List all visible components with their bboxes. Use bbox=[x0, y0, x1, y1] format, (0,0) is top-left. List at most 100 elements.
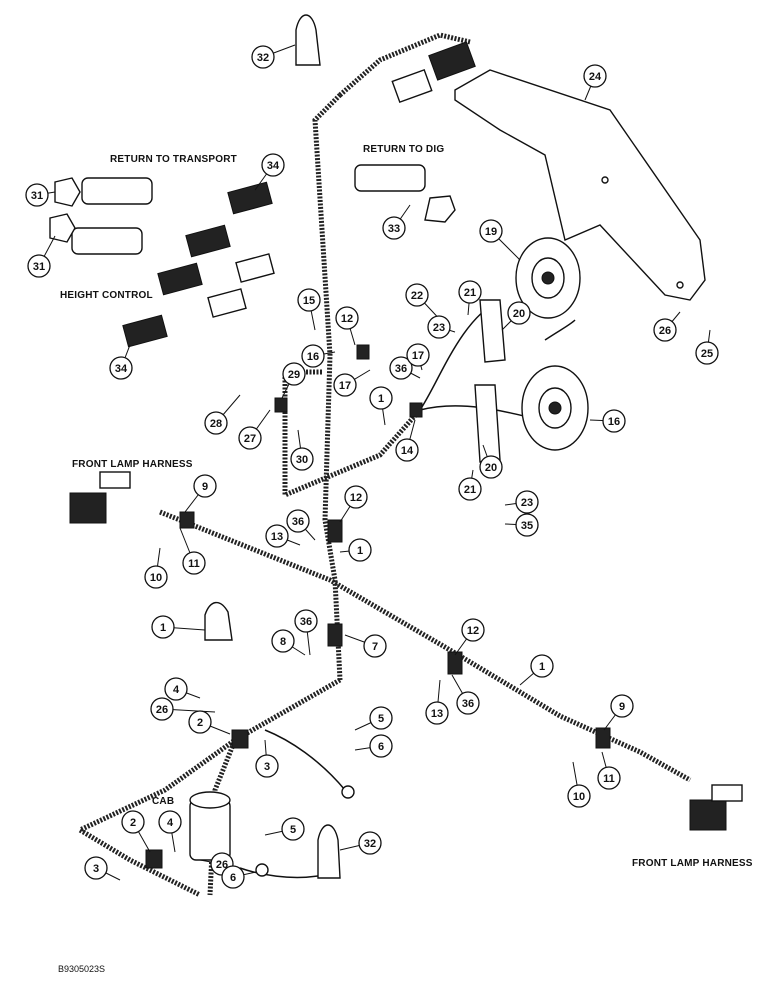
callout-circle bbox=[515, 513, 539, 537]
label-return-to-dig: RETURN TO DIG bbox=[363, 144, 444, 155]
callout-circle bbox=[653, 318, 677, 342]
callout-number: 11 bbox=[188, 558, 200, 570]
callout-circle bbox=[109, 356, 133, 380]
callout-2: 2 bbox=[121, 810, 151, 853]
callout-circle bbox=[425, 701, 449, 725]
horn-18 bbox=[521, 365, 589, 451]
callout-36: 36 bbox=[294, 609, 318, 656]
callout-circle bbox=[369, 386, 393, 410]
callout-number: 23 bbox=[521, 497, 533, 509]
callout-17: 17 bbox=[333, 369, 371, 397]
callout-circle bbox=[182, 551, 206, 575]
callout-number: 36 bbox=[300, 616, 312, 628]
callout-circle bbox=[281, 817, 305, 841]
callout-circle bbox=[583, 64, 607, 88]
callout-25: 25 bbox=[695, 329, 719, 365]
callout-number: 20 bbox=[513, 308, 525, 320]
callout-number: 34 bbox=[267, 160, 280, 172]
callout-circle bbox=[251, 45, 275, 69]
callout-number: 12 bbox=[341, 313, 353, 325]
callout-number: 24 bbox=[589, 71, 602, 83]
callout-number: 21 bbox=[464, 287, 476, 299]
callout-number: 36 bbox=[292, 516, 304, 528]
callout-number: 13 bbox=[271, 531, 283, 543]
callout-5: 5 bbox=[264, 817, 305, 841]
clamps bbox=[145, 14, 611, 879]
callout-circle bbox=[25, 183, 49, 207]
callout-circle bbox=[363, 634, 387, 658]
callout-circle bbox=[297, 288, 321, 312]
callout-number: 4 bbox=[167, 817, 174, 829]
callout-33: 33 bbox=[382, 204, 411, 240]
callout-circle bbox=[530, 654, 554, 678]
callout-35: 35 bbox=[504, 513, 539, 537]
callout-circle bbox=[602, 409, 626, 433]
callout-3: 3 bbox=[84, 856, 121, 881]
callout-6: 6 bbox=[221, 865, 257, 889]
dig-switch bbox=[354, 164, 456, 223]
callout-9: 9 bbox=[603, 694, 634, 731]
callout-number: 26 bbox=[156, 704, 168, 716]
callout-number: 5 bbox=[378, 713, 384, 725]
callout-circle bbox=[406, 343, 430, 367]
callout-1: 1 bbox=[339, 538, 372, 562]
callout-27: 27 bbox=[238, 409, 271, 450]
callout-4: 4 bbox=[164, 677, 201, 701]
callout-number: 1 bbox=[357, 545, 363, 557]
callout-number: 3 bbox=[93, 863, 99, 875]
callout-number: 36 bbox=[395, 363, 407, 375]
callout-17: 17 bbox=[406, 343, 430, 371]
callout-circle bbox=[358, 831, 382, 855]
connectors bbox=[122, 41, 476, 348]
callout-26: 26 bbox=[150, 697, 216, 721]
callout-number: 9 bbox=[202, 481, 208, 493]
callout-circle bbox=[158, 810, 182, 834]
cab-connector bbox=[189, 791, 231, 861]
callout-30: 30 bbox=[290, 429, 314, 471]
label-return-to-transport: RETURN TO TRANSPORT bbox=[110, 154, 237, 165]
callout-21: 21 bbox=[458, 469, 482, 501]
callout-number: 15 bbox=[303, 295, 315, 307]
callout-number: 1 bbox=[539, 661, 545, 673]
callout-number: 2 bbox=[130, 817, 136, 829]
callout-4: 4 bbox=[158, 810, 182, 853]
callout-number: 21 bbox=[464, 484, 476, 496]
ground-leads bbox=[239, 729, 355, 879]
callout-circle bbox=[479, 455, 503, 479]
callout-2: 2 bbox=[188, 710, 231, 735]
callout-12: 12 bbox=[454, 618, 485, 656]
callout-circle bbox=[405, 283, 429, 307]
callout-9: 9 bbox=[184, 474, 217, 513]
callout-11: 11 bbox=[179, 527, 206, 575]
callout-circle bbox=[610, 694, 634, 718]
callout-20: 20 bbox=[479, 444, 503, 479]
callout-number: 17 bbox=[412, 350, 424, 362]
callout-15: 15 bbox=[297, 288, 321, 331]
callout-number: 11 bbox=[603, 773, 615, 785]
callout-circle bbox=[507, 301, 531, 325]
callout-circle bbox=[221, 865, 245, 889]
callout-34: 34 bbox=[109, 344, 133, 380]
callout-number: 13 bbox=[431, 708, 443, 720]
callout-circle bbox=[290, 447, 314, 471]
callout-number: 6 bbox=[230, 872, 236, 884]
callout-14: 14 bbox=[395, 419, 419, 462]
callout-circle bbox=[427, 315, 451, 339]
callout-number: 29 bbox=[288, 369, 300, 381]
callout-number: 30 bbox=[296, 454, 308, 466]
callout-23: 23 bbox=[504, 490, 539, 514]
callout-29: 29 bbox=[281, 362, 306, 399]
callout-13: 13 bbox=[265, 524, 301, 548]
callout-circle bbox=[348, 538, 372, 562]
callout-number: 12 bbox=[467, 625, 479, 637]
callout-1: 1 bbox=[369, 386, 393, 426]
callout-6: 6 bbox=[354, 734, 393, 758]
callout-number: 4 bbox=[173, 684, 180, 696]
callout-3: 3 bbox=[255, 739, 279, 778]
callout-number: 9 bbox=[619, 701, 625, 713]
callout-circle bbox=[151, 615, 175, 639]
callout-11: 11 bbox=[597, 751, 621, 790]
callout-circle bbox=[286, 509, 310, 533]
callout-number: 16 bbox=[608, 416, 620, 428]
callout-32: 32 bbox=[251, 44, 296, 69]
